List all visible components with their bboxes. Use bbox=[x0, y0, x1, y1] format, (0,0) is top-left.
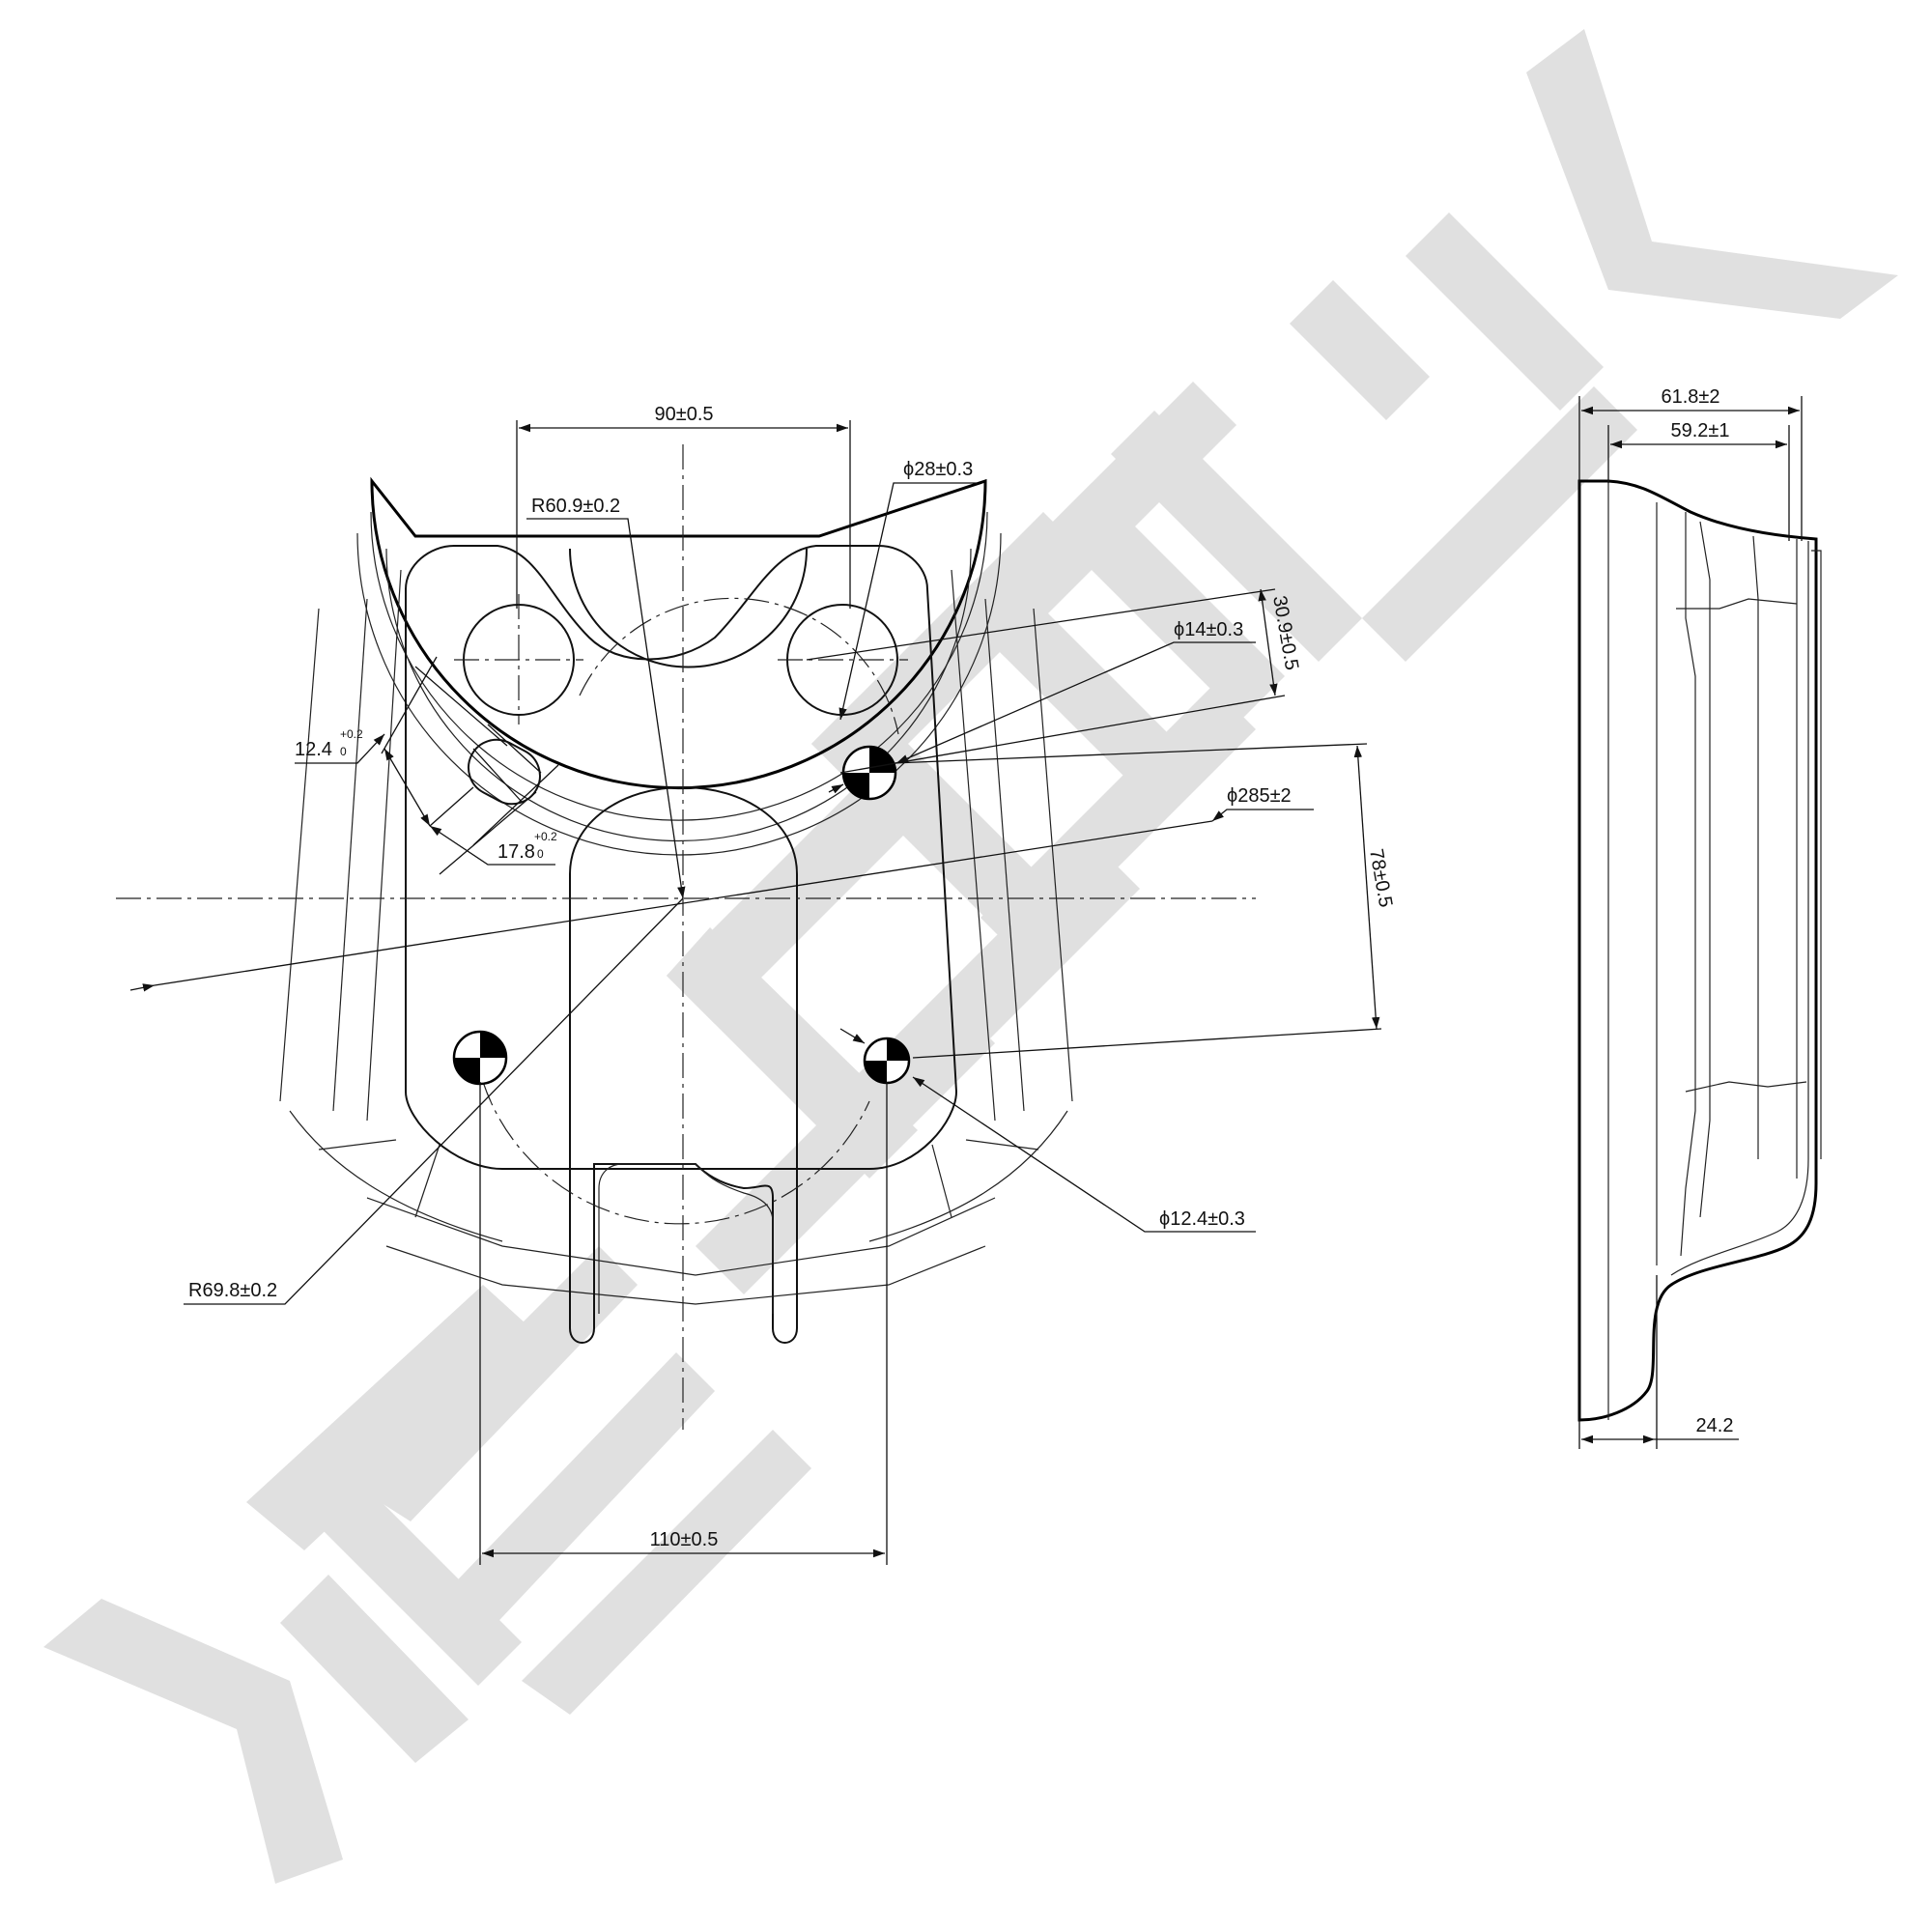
dim-r69-8: R69.8±0.2 bbox=[188, 1280, 277, 1301]
dim-phi285: ϕ285±2 bbox=[1227, 785, 1292, 807]
side-view bbox=[1577, 396, 1822, 1449]
dim-phi14: ϕ14±0.3 bbox=[1174, 619, 1243, 640]
top-notch-arc bbox=[569, 548, 808, 668]
dim-24-2: 24.2 bbox=[1696, 1415, 1734, 1436]
dim-phi12-4: ϕ12.4±0.3 bbox=[1159, 1208, 1245, 1230]
slot-hole bbox=[468, 738, 541, 806]
dim-61-8: 61.8±2 bbox=[1661, 386, 1719, 408]
dim-slot-width: 12.4 bbox=[295, 739, 332, 760]
side-profile-outer bbox=[1577, 479, 1818, 1422]
front-view bbox=[116, 420, 1382, 1565]
dim-78: 78±0.5 bbox=[1365, 847, 1396, 909]
inner-plateau bbox=[405, 545, 958, 1170]
dim-slot-width-minus: 0 bbox=[340, 745, 347, 758]
datum-symbol bbox=[841, 745, 897, 801]
datum-symbol bbox=[863, 1037, 911, 1085]
dim-slot-length-minus: 0 bbox=[537, 847, 544, 861]
dim-r60-9: R60.9±0.2 bbox=[531, 496, 620, 517]
dim-slot-length-plus: +0.2 bbox=[534, 830, 557, 843]
dim-slot-width-plus: +0.2 bbox=[340, 727, 363, 741]
dim-110: 110±0.5 bbox=[650, 1529, 719, 1550]
dim-90: 90±0.5 bbox=[654, 404, 713, 425]
dim-phi28: ϕ28±0.3 bbox=[903, 459, 973, 480]
datum-symbol bbox=[452, 1030, 508, 1086]
dim-slot-length: 17.8 bbox=[497, 841, 535, 863]
watermark-logo bbox=[43, 29, 1898, 1884]
dim-59-2: 59.2±1 bbox=[1670, 420, 1729, 441]
shield-outer-contour bbox=[370, 476, 987, 789]
